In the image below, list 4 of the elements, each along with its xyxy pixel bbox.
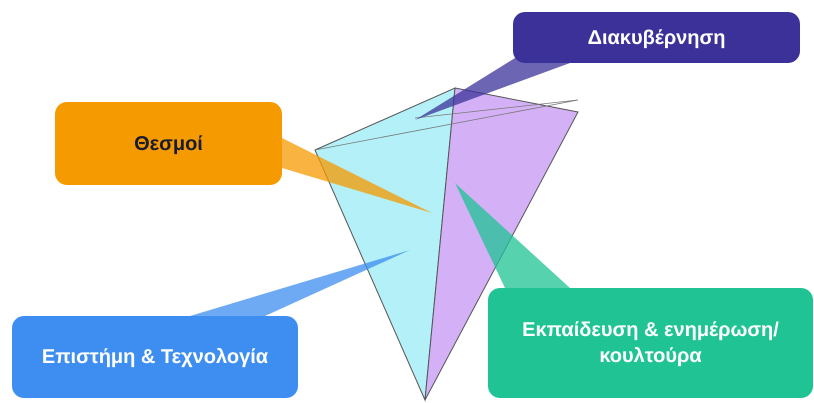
- callout-text: Εκπαίδευση & ενημέρωση/κουλτούρα: [521, 318, 780, 369]
- callout-text: Επιστήμη & Τεχνολογία: [42, 345, 268, 370]
- callout-text: Θεσμοί: [134, 132, 203, 156]
- callout-text: Διακυβέρνηση: [588, 26, 726, 50]
